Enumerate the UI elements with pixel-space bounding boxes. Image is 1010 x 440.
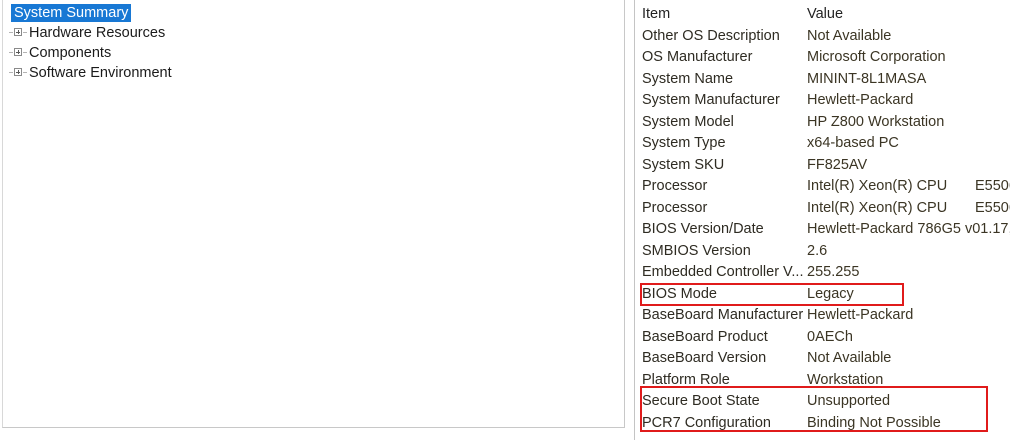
- table-row[interactable]: BIOS Version/Date Hewlett-Packard 786G5 …: [635, 219, 1010, 241]
- row-item: Platform Role: [642, 371, 730, 388]
- row-item: Processor: [642, 199, 708, 216]
- row-value: HP Z800 Workstation: [807, 113, 945, 130]
- table-row[interactable]: Platform Role Workstation: [635, 370, 1010, 392]
- row-value: Hewlett-Packard 786G5 v01.17, 8/: [807, 221, 1010, 237]
- table-row[interactable]: System SKU FF825AV: [635, 155, 1010, 177]
- row-value: Binding Not Possible: [807, 414, 941, 431]
- row-item: PCR7 Configuration: [642, 414, 771, 431]
- row-item: System Model: [642, 113, 734, 130]
- row-value-model: E5506: [975, 199, 1010, 216]
- tree-item-components[interactable]: Components: [3, 43, 624, 63]
- row-value: 255.255: [807, 264, 860, 280]
- row-value: Hewlett-Packard: [807, 92, 914, 108]
- row-item: Secure Boot State: [642, 393, 760, 409]
- table-row[interactable]: System Model HP Z800 Workstation: [635, 112, 1010, 134]
- row-value-model: E5506: [975, 178, 1010, 194]
- row-item: System Manufacturer: [642, 92, 780, 108]
- row-value: Not Available: [807, 27, 892, 44]
- row-item: BIOS Mode: [642, 285, 717, 302]
- table-row[interactable]: Embedded Controller V... 255.255: [635, 262, 1010, 284]
- details-list[interactable]: Item Value Other OS Description Not Avai…: [634, 0, 1010, 440]
- table-row[interactable]: Processor Intel(R) Xeon(R) CPU E5506: [635, 176, 1010, 198]
- tree-item-label: Hardware Resources: [29, 25, 166, 41]
- row-item: Processor: [642, 178, 708, 194]
- row-value: Hewlett-Packard: [807, 307, 914, 323]
- row-value: Intel(R) Xeon(R) CPU: [807, 199, 948, 216]
- table-row[interactable]: SMBIOS Version 2.6: [635, 241, 1010, 263]
- row-item: Other OS Description: [642, 27, 780, 44]
- row-value: Not Available: [807, 350, 892, 366]
- row-item: System SKU: [642, 156, 725, 173]
- row-item: System Name: [642, 70, 734, 87]
- expand-plus-icon[interactable]: [9, 47, 27, 58]
- row-value: Unsupported: [807, 393, 891, 409]
- details-header-row: Item Value: [635, 4, 1010, 26]
- tree-item-software-environment[interactable]: Software Environment: [3, 63, 624, 83]
- row-value: 0AECh: [807, 328, 853, 345]
- table-row-pcr7-configuration[interactable]: PCR7 Configuration Binding Not Possible: [635, 413, 1010, 435]
- row-value: MININT-8L1MASA: [807, 70, 927, 87]
- row-value: Intel(R) Xeon(R) CPU: [807, 178, 948, 194]
- row-item: System Type: [642, 135, 726, 151]
- table-row[interactable]: BaseBoard Product 0AECh: [635, 327, 1010, 349]
- column-header-item[interactable]: Item: [642, 6, 671, 22]
- row-item: BIOS Version/Date: [642, 221, 764, 237]
- column-header-value[interactable]: Value: [807, 6, 844, 22]
- row-item: Embedded Controller V...: [642, 264, 804, 280]
- navigation-tree[interactable]: System Summary Hardware Resources Compon…: [2, 0, 625, 428]
- table-row-bios-mode[interactable]: BIOS Mode Legacy: [635, 284, 1010, 306]
- row-item: BaseBoard Manufacturer: [642, 307, 804, 323]
- row-item: SMBIOS Version: [642, 242, 751, 259]
- tree-item-label: System Summary: [11, 4, 132, 22]
- tree-item-label: Software Environment: [29, 65, 172, 81]
- table-row[interactable]: Processor Intel(R) Xeon(R) CPU E5506: [635, 198, 1010, 220]
- tree-item-label: Components: [29, 45, 112, 61]
- row-item: OS Manufacturer: [642, 49, 753, 65]
- table-row[interactable]: System Name MININT-8L1MASA: [635, 69, 1010, 91]
- row-value: x64-based PC: [807, 135, 899, 151]
- row-value: FF825AV: [807, 156, 868, 173]
- table-row[interactable]: System Manufacturer Hewlett-Packard: [635, 90, 1010, 112]
- row-value: 2.6: [807, 242, 828, 259]
- expand-plus-icon[interactable]: [9, 27, 27, 38]
- table-row-secure-boot-state[interactable]: Secure Boot State Unsupported: [635, 391, 1010, 413]
- row-value: Legacy: [807, 285, 854, 302]
- table-row[interactable]: Other OS Description Not Available: [635, 26, 1010, 48]
- table-row[interactable]: System Type x64-based PC: [635, 133, 1010, 155]
- row-value: Microsoft Corporation: [807, 49, 946, 65]
- row-value: Workstation: [807, 371, 884, 388]
- tree-item-system-summary[interactable]: System Summary: [3, 3, 624, 23]
- row-item: BaseBoard Product: [642, 328, 768, 345]
- table-row[interactable]: BaseBoard Version Not Available: [635, 348, 1010, 370]
- table-row[interactable]: OS Manufacturer Microsoft Corporation: [635, 47, 1010, 69]
- tree-item-hardware-resources[interactable]: Hardware Resources: [3, 23, 624, 43]
- table-row[interactable]: BaseBoard Manufacturer Hewlett-Packard: [635, 305, 1010, 327]
- expand-plus-icon[interactable]: [9, 67, 27, 78]
- row-item: BaseBoard Version: [642, 350, 767, 366]
